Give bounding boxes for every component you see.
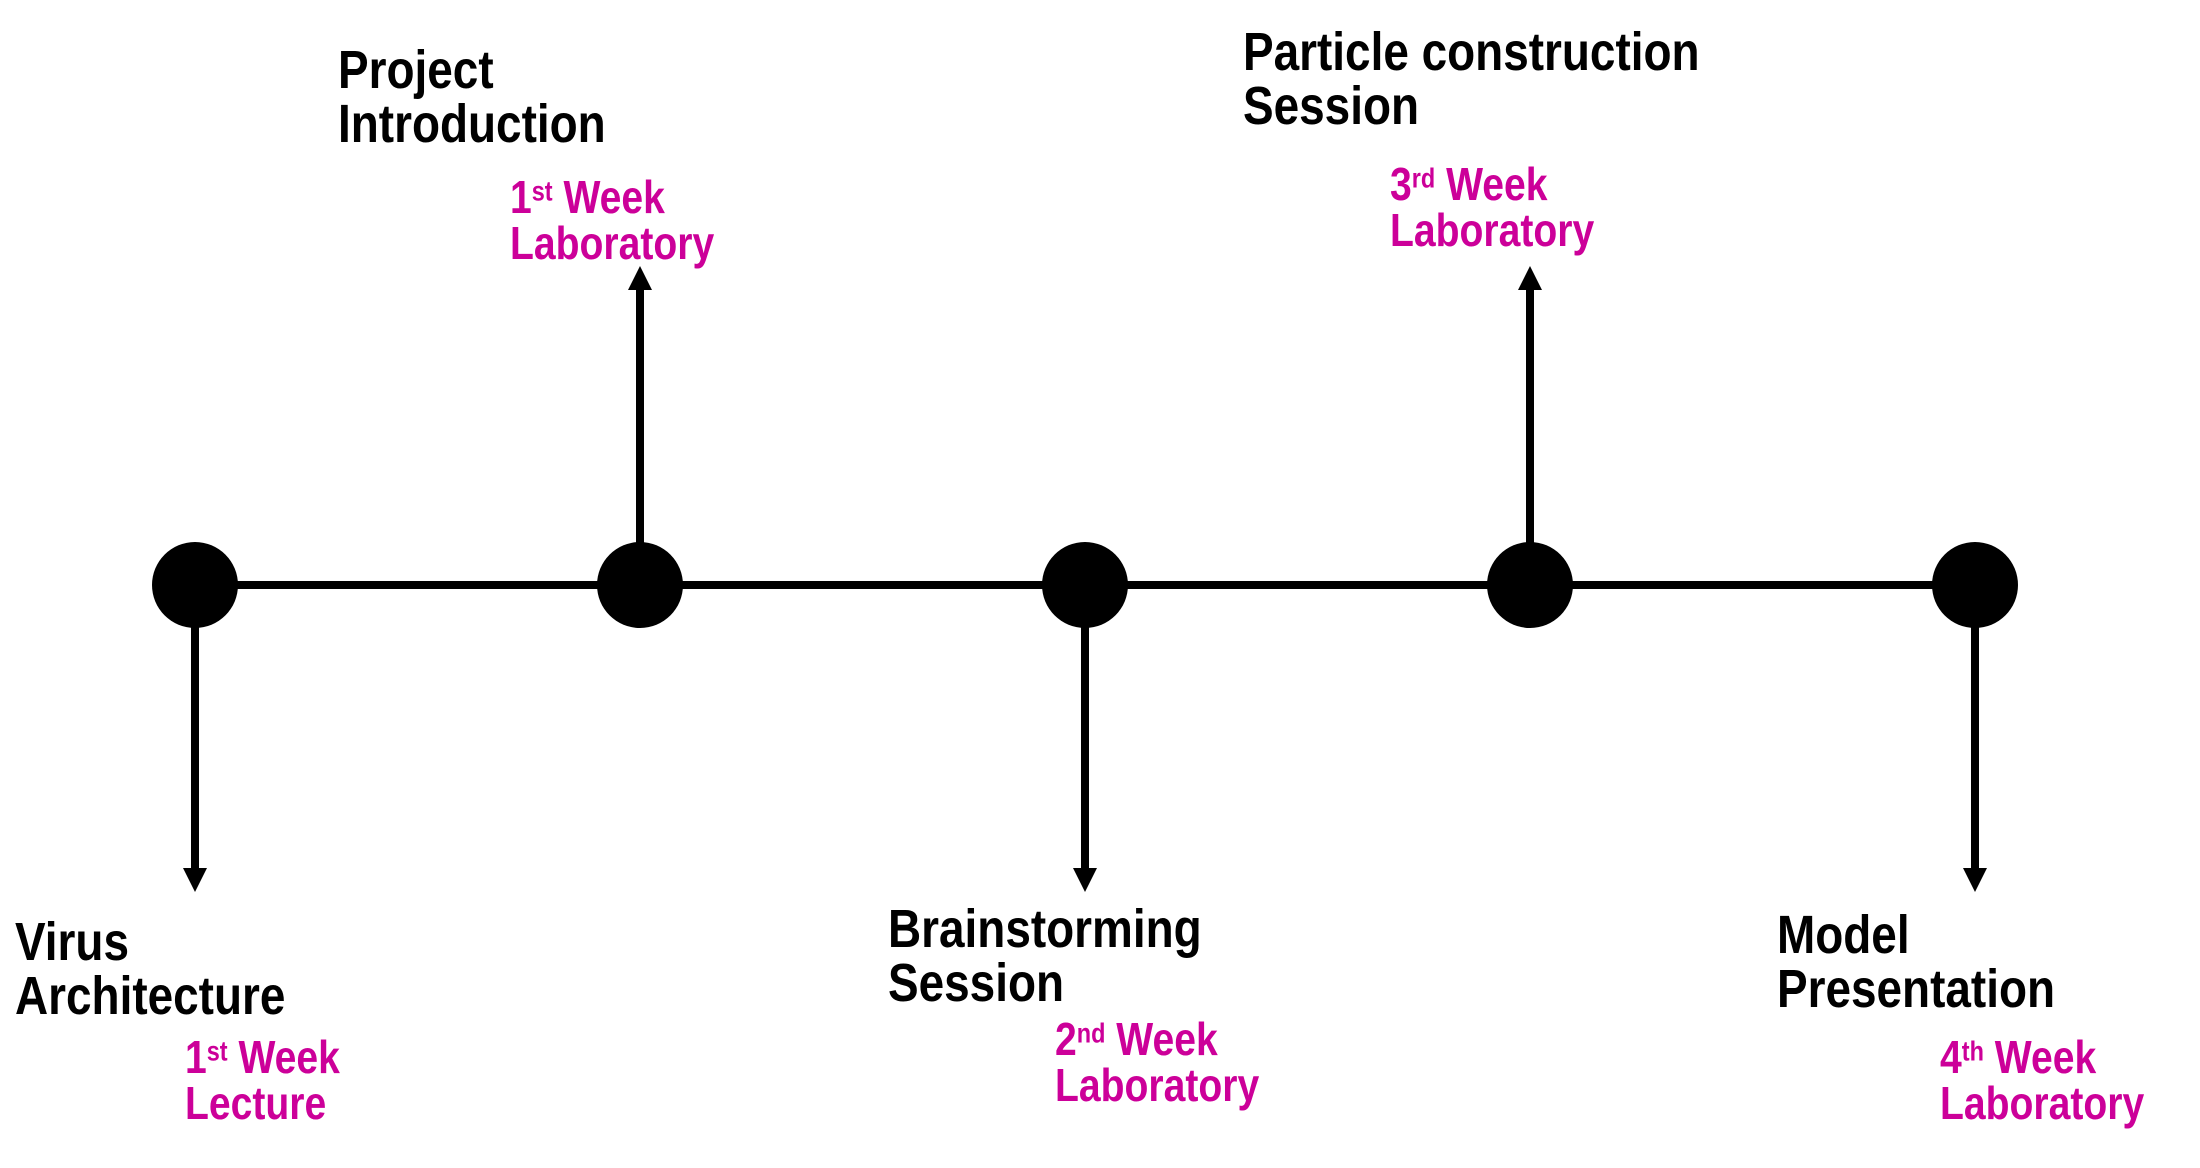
event-week-label: 3rd Week Laboratory (1390, 161, 1594, 253)
week-session-type: Laboratory (1390, 204, 1595, 256)
event-title-line1: Brainstorming (888, 899, 1202, 959)
down-arrow-icon (183, 868, 207, 892)
event-title-line2: Session (888, 953, 1065, 1013)
event-week-label: 2nd Week Laboratory (1055, 1016, 1259, 1108)
week-session-type: Laboratory (1940, 1077, 2145, 1129)
week-ordinal-suffix: th (1961, 1035, 1984, 1067)
week-number: 1 (185, 1031, 207, 1083)
week-session-type: Lecture (185, 1077, 327, 1129)
event-title-line2: Presentation (1777, 959, 2056, 1019)
event-title-line1: Particle construction (1243, 22, 1700, 82)
up-arrow-icon (1518, 266, 1542, 290)
week-ordinal-suffix: rd (1411, 162, 1436, 194)
event-title-line2: Session (1243, 76, 1420, 136)
event-title: Project Introduction (338, 43, 606, 151)
event-title-line2: Architecture (15, 966, 286, 1026)
event-title: Brainstorming Session (888, 902, 1202, 1010)
week-number: 4 (1940, 1031, 1962, 1083)
week-ordinal-suffix: st (206, 1035, 228, 1067)
up-arrow-line (1526, 290, 1534, 585)
week-line: 1st Week (510, 174, 714, 220)
week-line: 3rd Week (1390, 161, 1594, 207)
week-ordinal-suffix: nd (1076, 1017, 1106, 1049)
week-word: Week (563, 171, 665, 223)
week-ordinal-suffix: st (531, 175, 553, 207)
week-word: Week (1994, 1031, 2097, 1083)
event-title: Particle construction Session (1243, 25, 1700, 133)
event-title: Model Presentation (1777, 908, 2055, 1016)
week-session-type: Laboratory (1055, 1059, 1260, 1111)
week-word: Week (238, 1031, 340, 1083)
down-arrow-line (191, 585, 199, 870)
down-arrow-line (1081, 585, 1089, 870)
event-title-line2: Introduction (338, 94, 606, 154)
down-arrow-icon (1963, 868, 1987, 892)
week-line: 2nd Week (1055, 1016, 1259, 1062)
event-title-line1: Virus (15, 912, 129, 972)
week-number: 3 (1390, 158, 1412, 210)
up-arrow-icon (628, 266, 652, 290)
event-week-label: 4th Week Laboratory (1940, 1034, 2144, 1126)
event-title: Virus Architecture (15, 915, 285, 1023)
week-word: Week (1116, 1013, 1218, 1065)
event-week-label: 1st Week Laboratory (510, 174, 714, 266)
event-title-line1: Project (338, 40, 494, 100)
up-arrow-line (636, 290, 644, 585)
week-line: 4th Week (1940, 1034, 2144, 1080)
week-line: 1st Week (185, 1034, 340, 1080)
week-number: 1 (510, 171, 532, 223)
week-word: Week (1446, 158, 1548, 210)
event-title-line1: Model (1777, 905, 1910, 965)
week-number: 2 (1055, 1013, 1077, 1065)
week-session-type: Laboratory (510, 217, 715, 269)
down-arrow-icon (1073, 868, 1097, 892)
event-week-label: 1st Week Lecture (185, 1034, 340, 1126)
down-arrow-line (1971, 585, 1979, 870)
